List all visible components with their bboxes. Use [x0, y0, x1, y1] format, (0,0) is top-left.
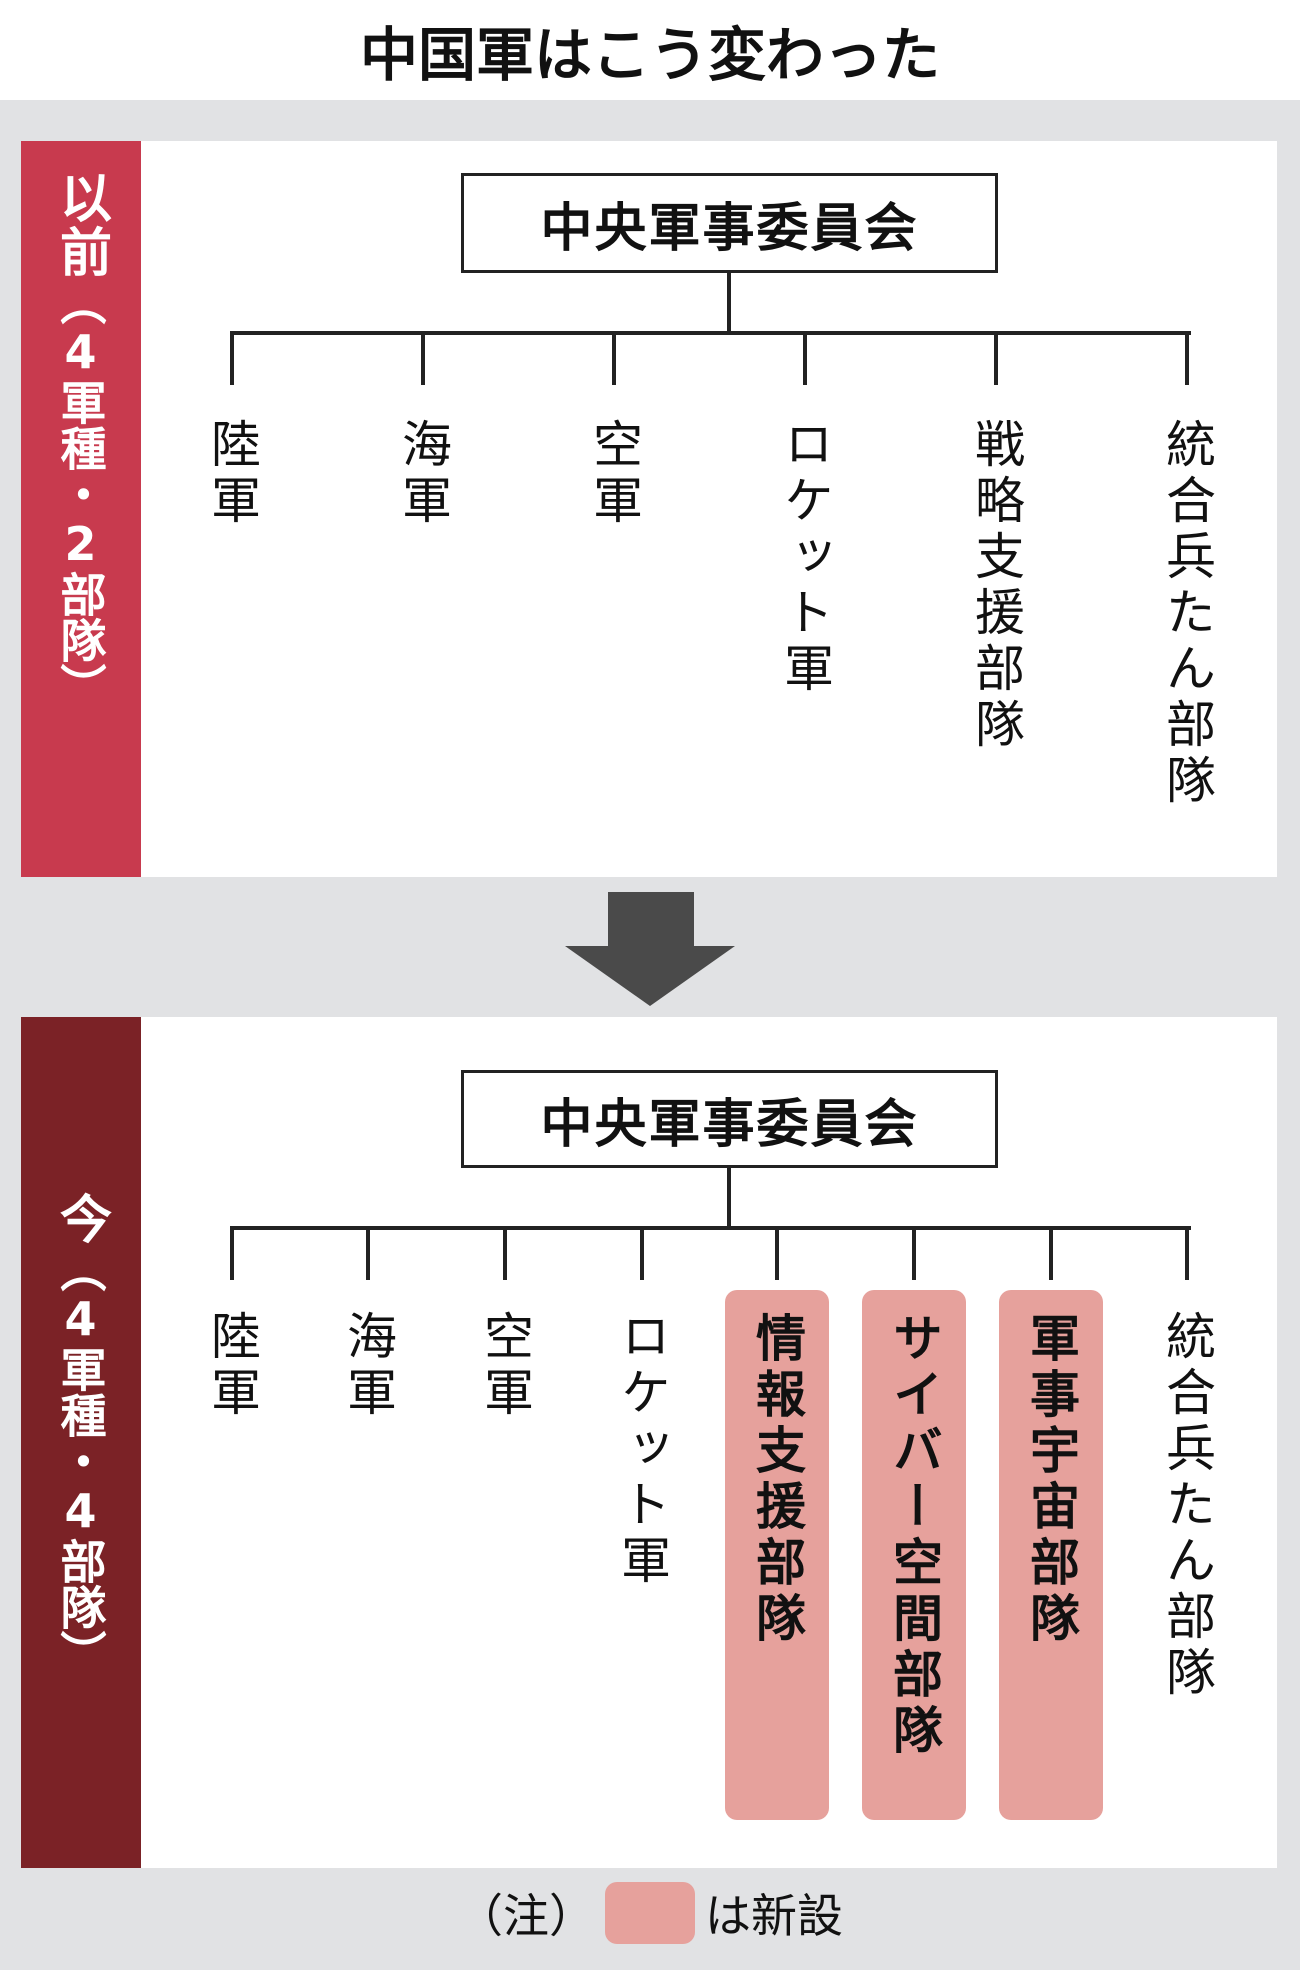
- unit-label: 空軍: [476, 1310, 534, 1422]
- connector-line: [230, 1226, 1191, 1230]
- after-root-box: 中央軍事委員会: [461, 1070, 998, 1168]
- unit-label: 統合兵たん部隊: [1158, 418, 1216, 810]
- before-side-label: 以前（4軍種・2部隊）: [21, 141, 141, 877]
- connector-line: [994, 333, 998, 385]
- unit-label: ロケット軍: [776, 418, 834, 698]
- unit-label: 海軍: [339, 1310, 397, 1422]
- after-sublabel: （4軍種・4部隊）: [53, 1246, 108, 1676]
- note-suffix: は新設: [705, 1889, 843, 1943]
- connector-line: [803, 333, 807, 385]
- unit-label: サイバー空間部隊: [885, 1312, 943, 1760]
- unit-label: 陸軍: [203, 1310, 261, 1422]
- unit-label: 情報支援部隊: [748, 1312, 806, 1648]
- note-prefix: （注）: [457, 1889, 595, 1943]
- legend-note: （注） は新設: [0, 1880, 1300, 1946]
- unit-label: 陸軍: [203, 418, 261, 530]
- connector-line: [612, 333, 616, 385]
- connector-line: [230, 1228, 234, 1280]
- connector-line: [727, 273, 731, 335]
- diagram-title: 中国軍はこう変わった: [0, 0, 1300, 100]
- connector-line: [775, 1228, 779, 1280]
- before-root-box: 中央軍事委員会: [461, 173, 998, 273]
- connector-line: [421, 333, 425, 385]
- after-side-label: 今（4軍種・4部隊）: [21, 1017, 141, 1868]
- connector-line: [640, 1228, 644, 1280]
- unit-label: ロケット軍: [613, 1310, 671, 1590]
- connector-line: [912, 1228, 916, 1280]
- connector-line: [1049, 1228, 1053, 1280]
- connector-line: [230, 331, 1191, 335]
- before-sublabel: （4軍種・2部隊）: [53, 279, 108, 709]
- new-unit-swatch: [605, 1882, 695, 1944]
- after-label: 今: [50, 1192, 111, 1246]
- connector-line: [366, 1228, 370, 1280]
- new-unit-box: サイバー空間部隊: [862, 1290, 966, 1820]
- down-arrow-icon: [565, 892, 735, 1006]
- unit-label: 統合兵たん部隊: [1158, 1310, 1216, 1702]
- new-unit-box: 軍事宇宙部隊: [999, 1290, 1103, 1820]
- unit-label: 戦略支援部隊: [967, 418, 1025, 754]
- connector-line: [727, 1168, 731, 1230]
- connector-line: [503, 1228, 507, 1280]
- connector-line: [230, 333, 234, 385]
- new-unit-box: 情報支援部隊: [725, 1290, 829, 1820]
- unit-label: 海軍: [394, 418, 452, 530]
- unit-label: 空軍: [585, 418, 643, 530]
- connector-line: [1185, 1228, 1189, 1280]
- unit-label: 軍事宇宙部隊: [1022, 1312, 1080, 1648]
- connector-line: [1185, 333, 1189, 385]
- before-label: 以前: [50, 171, 111, 279]
